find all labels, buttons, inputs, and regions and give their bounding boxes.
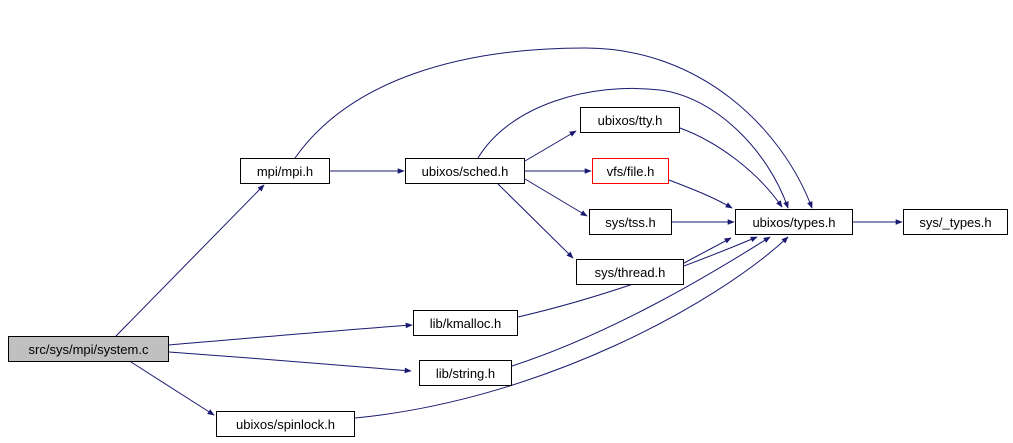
edge-sched_h-to-tty_h	[524, 130, 577, 162]
node-sys-tss-h[interactable]: sys/tss.h	[589, 209, 672, 235]
node-src-sys-mpi-system-c: src/sys/mpi/system.c	[8, 336, 169, 362]
edge-mpi_h-to-types_h	[294, 47, 813, 209]
edge-thread_h-to-types_h	[683, 237, 732, 264]
node-sys--types-h[interactable]: sys/_types.h	[903, 209, 1008, 235]
node-ubixos-tty-h[interactable]: ubixos/tty.h	[580, 107, 680, 133]
node-mpi-mpi-h[interactable]: mpi/mpi.h	[240, 158, 330, 184]
edge-spinlock_h-to-types_h	[354, 236, 789, 419]
node-sys-thread-h[interactable]: sys/thread.h	[576, 259, 684, 285]
edge-system_c-to-kmalloc_h	[168, 322, 413, 346]
edge-system_c-to-spinlock_h	[130, 361, 215, 416]
node-lib-string-h[interactable]: lib/string.h	[419, 360, 512, 386]
node-ubixos-spinlock-h[interactable]: ubixos/spinlock.h	[216, 411, 355, 437]
node-lib-kmalloc-h[interactable]: lib/kmalloc.h	[413, 310, 518, 336]
edge-sched_h-to-types_h	[477, 87, 789, 209]
edge-sched_h-to-thread_h	[497, 183, 574, 259]
edge-tty_h-to-types_h	[679, 127, 783, 208]
edge-sched_h-to-tss_h	[524, 178, 588, 217]
edge-file_h-to-types_h	[668, 179, 733, 209]
edge-string_h-to-types_h	[511, 236, 771, 367]
node-ubixos-types-h[interactable]: ubixos/types.h	[735, 209, 853, 235]
node-vfs-file-h[interactable]: vfs/file.h	[592, 158, 669, 184]
edge-system_c-to-mpi_h	[115, 184, 265, 337]
edge-system_c-to-string_h	[168, 351, 412, 374]
node-ubixos-sched-h[interactable]: ubixos/sched.h	[405, 158, 525, 184]
